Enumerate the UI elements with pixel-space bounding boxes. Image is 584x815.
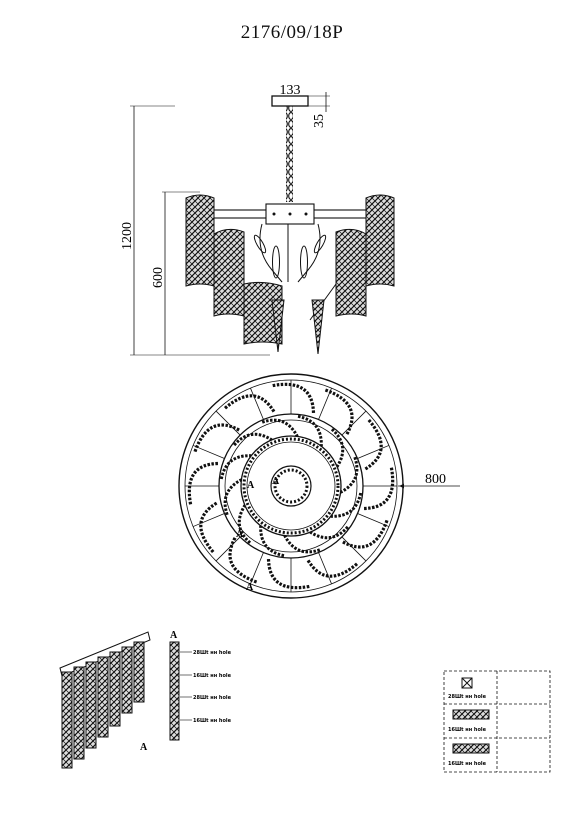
frame-spoke [341,536,367,562]
crystal-strand [97,656,109,738]
outer-crystal-arc [363,467,395,511]
detail-label-4: 16Шt нн hole [193,718,232,724]
frame-spoke [341,410,367,436]
crystal-strand [61,671,73,769]
outer-crystal-arc [193,423,241,453]
model-code-title: 2176/09/18P [240,22,344,43]
inner-crystal-arc [259,525,285,558]
dim-top-width: 133 [280,83,301,98]
dim-diameter: 800 [425,472,446,487]
parts-legend [443,670,551,773]
detail-view [59,631,180,769]
inner-crystal-arc [339,456,359,494]
frame-spoke [215,410,241,436]
outer-crystal-arc [364,418,383,471]
legend-bar-crystal-icon [452,709,490,720]
frame-spoke [250,387,264,420]
inner-crystal-arc [219,454,252,480]
outer-crystal-arc [324,388,354,436]
inner-ring [240,435,342,537]
inner-crystal-arc [237,504,252,544]
crystal-strand [85,661,97,749]
detail-strand [169,641,180,741]
dim-body-height: 600 [151,267,166,288]
inner-crystal-arc [283,534,321,554]
marker-a-3: A [236,529,244,540]
inner-crystal-arc [261,418,299,438]
frame-spoke [318,387,332,420]
crystal-strand [121,646,133,714]
outer-crystal-arc [306,559,359,578]
frame-spoke [192,513,225,527]
detail-label-3: 28Шt нн hole [193,695,232,701]
crystal-strand [109,651,121,727]
inner-crystal-arc [233,432,273,447]
outer-crystal-arc [199,501,218,554]
marker-a-2: A [272,476,280,487]
frame-spoke [215,536,241,562]
dim-canopy-height: 35 [312,114,327,128]
frame-spoke [357,445,390,459]
outer-crystal-arc [187,461,219,505]
dim-total-height: 1200 [120,222,135,250]
frame-spoke [357,513,390,527]
outer-crystal-arc [228,536,258,584]
detail-marker-top: A [170,630,178,641]
marker-a-1: A [247,480,255,491]
frame-spoke [250,552,264,585]
detail-marker-bottom: A [140,742,148,753]
detail-label-2: 16Шt нн hole [193,673,232,679]
legend-bar-crystal-icon-2 [452,743,490,754]
top-view [178,373,460,599]
crystal-strand [133,641,145,703]
legend-label-1: 28Шt нн hole [448,694,487,700]
center-ring [270,465,312,507]
frame-spoke [318,552,332,585]
legend-label-2: 16Шt нн hole [448,727,487,733]
outer-crystal-arc [341,519,389,549]
inner-crystal-arc [330,428,345,468]
outer-crystal-arc [223,394,276,413]
inner-crystal-arc [223,478,243,516]
outer-crystal-arc [272,382,316,414]
inner-crystal-arc [309,525,349,540]
frame-spoke [192,445,225,459]
legend-label-3: 16Шt нн hole [448,761,487,767]
marker-a-4: A [246,582,254,593]
crystal-curtains [185,194,395,355]
inner-crystal-arc [330,492,363,518]
side-view: 133 35 1200 600 [120,83,395,356]
detail-label-1: 28Шt нн hole [193,650,232,656]
inner-crystal-arc [297,414,323,447]
suspension-chain [286,106,293,202]
outer-crystal-arc [266,558,310,590]
crystal-strand [73,666,85,760]
